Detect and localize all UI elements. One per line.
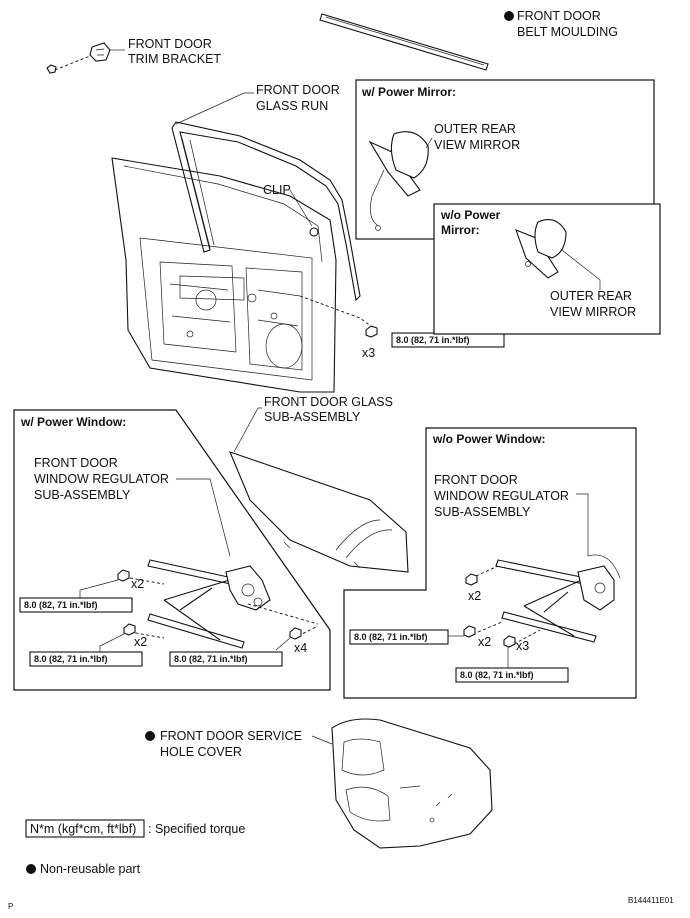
trim-bracket-part — [46, 42, 111, 74]
door-glass-part — [229, 451, 409, 573]
torque-spec-mw-left: 8.0 (82, 71 in.*lbf) — [349, 629, 449, 645]
torque-spec-mw-bottom: 8.0 (82, 71 in.*lbf) — [455, 667, 569, 683]
torque-spec-pw-lower-right: 8.0 (82, 71 in.*lbf) — [169, 651, 283, 667]
nonreusable-marker — [504, 11, 514, 21]
svg-text:8.0 (82, 71 in.*lbf): 8.0 (82, 71 in.*lbf) — [354, 632, 428, 642]
svg-text:x3: x3 — [516, 639, 529, 653]
svg-text:GLASS RUN: GLASS RUN — [256, 99, 328, 113]
svg-text:VIEW MIRROR: VIEW MIRROR — [434, 138, 520, 152]
service-hole-cover-part — [331, 718, 493, 849]
corner-mark: P — [8, 902, 13, 911]
svg-text:8.0 (82, 71 in.*lbf): 8.0 (82, 71 in.*lbf) — [174, 654, 248, 664]
svg-text:Mirror:: Mirror: — [441, 223, 480, 237]
svg-text:w/ Power Mirror:: w/ Power Mirror: — [361, 85, 456, 99]
svg-text:OUTER REAR: OUTER REAR — [434, 122, 516, 136]
svg-text:SUB-ASSEMBLY: SUB-ASSEMBLY — [264, 410, 361, 424]
svg-text:WINDOW REGULATOR: WINDOW REGULATOR — [34, 472, 169, 486]
nonreusable-marker — [145, 731, 155, 741]
torque-spec-pw-upper: 8.0 (82, 71 in.*lbf) — [19, 597, 133, 613]
glass-run-part — [171, 121, 361, 302]
svg-text:CLIP: CLIP — [263, 183, 291, 197]
svg-text:WINDOW REGULATOR: WINDOW REGULATOR — [434, 489, 569, 503]
torque-spec-pw-lower-left: 8.0 (82, 71 in.*lbf) — [29, 651, 143, 667]
svg-text:w/o Power Window:: w/o Power Window: — [432, 432, 546, 446]
trim-bracket-label: FRONT DOOR TRIM BRACKET — [110, 37, 221, 66]
svg-text:OUTER REAR: OUTER REAR — [550, 289, 632, 303]
svg-text:8.0 (82, 71 in.*lbf): 8.0 (82, 71 in.*lbf) — [460, 670, 534, 680]
svg-text:FRONT DOOR: FRONT DOOR — [256, 83, 340, 97]
svg-text:x2: x2 — [468, 589, 481, 603]
svg-text:N*m (kgf*cm, ft*lbf): N*m (kgf*cm, ft*lbf) — [30, 822, 136, 836]
power-window-inset: w/ Power Window: FRONT DOOR WINDOW REGUL… — [13, 409, 331, 691]
svg-text:8.0 (82, 71 in.*lbf): 8.0 (82, 71 in.*lbf) — [34, 654, 108, 664]
svg-text:w/ Power Window:: w/ Power Window: — [20, 415, 126, 429]
svg-text:FRONT DOOR SERVICE: FRONT DOOR SERVICE — [160, 729, 302, 743]
svg-text:FRONT DOOR GLASS: FRONT DOOR GLASS — [264, 395, 393, 409]
svg-text:x2: x2 — [131, 577, 144, 591]
manual-window-inset: w/o Power Window: FRONT DOOR WINDOW REGU… — [343, 427, 637, 699]
svg-text:VIEW MIRROR: VIEW MIRROR — [550, 305, 636, 319]
door-glass-label: FRONT DOOR GLASS SUB-ASSEMBLY — [233, 395, 393, 453]
svg-text:SUB-ASSEMBLY: SUB-ASSEMBLY — [34, 488, 131, 502]
svg-text:FRONT DOOR: FRONT DOOR — [517, 9, 601, 23]
svg-text:x3: x3 — [362, 346, 375, 360]
svg-text:HOLE COVER: HOLE COVER — [160, 745, 242, 759]
glass-run-label: FRONT DOOR GLASS RUN — [175, 83, 340, 125]
svg-text:BELT MOULDING: BELT MOULDING — [517, 25, 618, 39]
svg-text:: Specified torque: : Specified torque — [148, 822, 245, 836]
torque-spec-mirror: 8.0 (82, 71 in.*lbf) — [391, 332, 505, 348]
figure-id: B144411E01 — [628, 896, 674, 905]
nonreusable-legend: Non-reusable part — [26, 862, 141, 876]
svg-text:x4: x4 — [294, 641, 307, 655]
svg-text:x2: x2 — [478, 635, 491, 649]
mirror-bolt-part: x3 — [299, 295, 378, 360]
manual-mirror-inset: w/o Power Mirror: OUTER REAR VIEW MIRROR — [433, 203, 661, 335]
svg-text:TRIM BRACKET: TRIM BRACKET — [128, 52, 221, 66]
door-panel-part — [111, 157, 337, 393]
svg-text:x2: x2 — [134, 635, 147, 649]
belt-moulding-label: FRONT DOOR BELT MOULDING — [504, 9, 618, 39]
svg-text:SUB-ASSEMBLY: SUB-ASSEMBLY — [434, 505, 531, 519]
belt-moulding-part — [319, 13, 489, 71]
clip-part: CLIP — [263, 183, 319, 237]
svg-text:w/o Power: w/o Power — [440, 208, 501, 222]
svg-text:FRONT DOOR: FRONT DOOR — [434, 473, 518, 487]
svg-text:8.0 (82, 71 in.*lbf): 8.0 (82, 71 in.*lbf) — [24, 600, 98, 610]
svg-text:8.0 (82, 71 in.*lbf): 8.0 (82, 71 in.*lbf) — [396, 335, 470, 345]
torque-legend: N*m (kgf*cm, ft*lbf) : Specified torque — [25, 819, 245, 838]
svg-text:Non-reusable part: Non-reusable part — [40, 862, 141, 876]
svg-text:FRONT DOOR: FRONT DOOR — [128, 37, 212, 51]
service-hole-cover-label: FRONT DOOR SERVICE HOLE COVER — [145, 729, 333, 759]
svg-text:FRONT DOOR: FRONT DOOR — [34, 456, 118, 470]
nonreusable-marker — [26, 864, 36, 874]
